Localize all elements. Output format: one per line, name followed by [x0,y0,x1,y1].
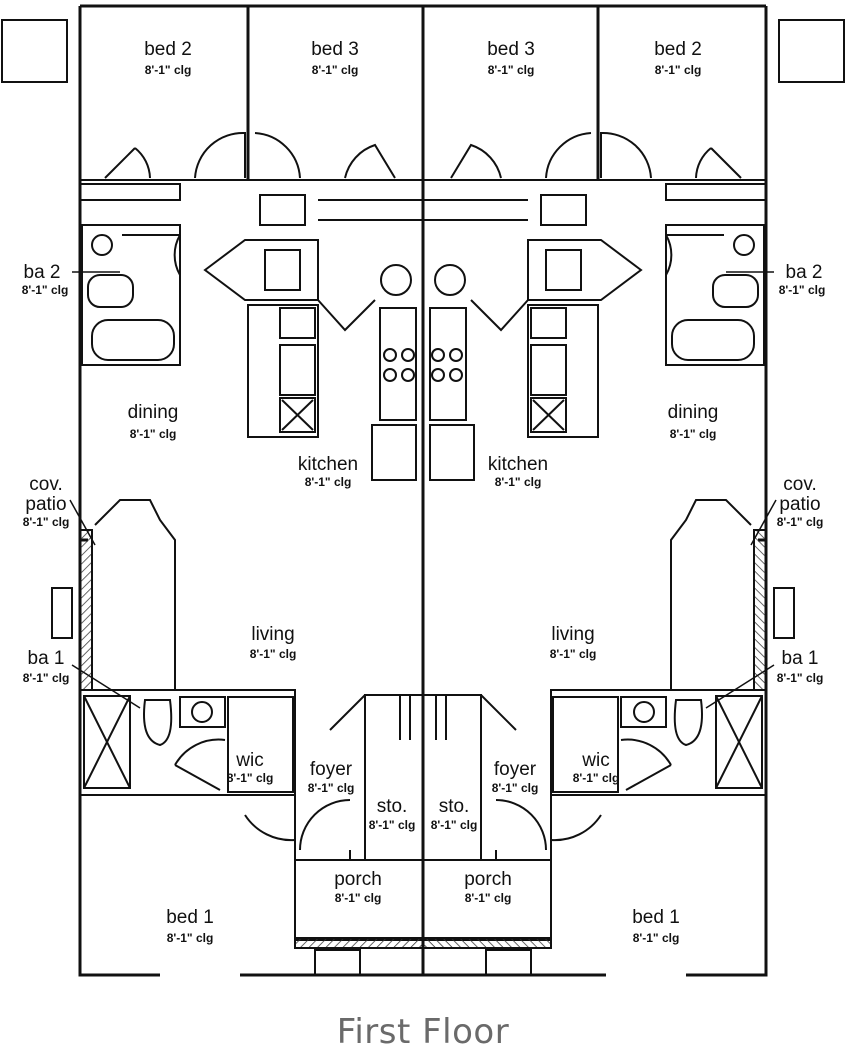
room-label-bed1-right: bed 1 [632,907,680,928]
room-label-kitchen-left: kitchen [298,454,358,475]
room-label-bed3-right: bed 3 [487,39,535,60]
ceiling-label: 8'-1" clg [492,781,539,795]
room-label-cov-patio-left-2: patio [25,494,66,515]
room-label-porch-right: porch [464,869,512,890]
ceiling-label: 8'-1" clg [633,931,680,945]
room-label-living-left: living [251,624,294,645]
ceiling-label: 8'-1" clg [250,647,297,661]
room-label-living-right: living [551,624,594,645]
ceiling-label: 8'-1" clg [145,63,192,77]
room-label-foyer-right: foyer [494,759,537,780]
ceiling-label: 8'-1" clg [369,818,416,832]
floor-title: First Floor [336,1012,510,1052]
room-label-dining-right: dining [668,402,719,423]
room-label-foyer-left: foyer [310,759,353,780]
room-label-cov-patio-right-1: cov. [783,474,816,495]
ceiling-label: 8'-1" clg [465,891,512,905]
ceiling-label: 8'-1" clg [550,647,597,661]
room-label-ba2-left: ba 2 [24,262,61,283]
ceiling-label: 8'-1" clg [335,891,382,905]
room-label-ba1-left: ba 1 [28,648,65,669]
room-label-bed2-left: bed 2 [144,39,192,60]
ceiling-label: 8'-1" clg [23,671,70,685]
ceiling-label: 8'-1" clg [777,515,824,529]
floor-plan: bed 2 8'-1" clg bed 3 8'-1" clg ba 2 8'-… [0,4,846,977]
room-label-cov-patio-right-2: patio [779,494,820,515]
room-label-bed3-left: bed 3 [311,39,359,60]
ceiling-label: 8'-1" clg [23,515,70,529]
ceiling-label: 8'-1" clg [488,63,535,77]
room-label-porch-left: porch [334,869,382,890]
ceiling-label: 8'-1" clg [495,475,542,489]
room-label-kitchen-right: kitchen [488,454,548,475]
room-label-bed1-left: bed 1 [166,907,214,928]
unit-right [421,4,846,977]
ceiling-label: 8'-1" clg [655,63,702,77]
ceiling-label: 8'-1" clg [312,63,359,77]
ceiling-label: 8'-1" clg [305,475,352,489]
ceiling-label: 8'-1" clg [777,671,824,685]
unit-left [0,4,425,977]
room-label-bed2-right: bed 2 [654,39,702,60]
room-label-sto-left: sto. [377,796,408,817]
ceiling-label: 8'-1" clg [130,427,177,441]
ceiling-label: 8'-1" clg [308,781,355,795]
room-label-sto-right: sto. [439,796,470,817]
ceiling-label: 8'-1" clg [779,283,826,297]
ceiling-label: 8'-1" clg [22,283,69,297]
room-label-dining-left: dining [128,402,179,423]
room-label-ba2-right: ba 2 [786,262,823,283]
room-label-wic-right: wic [581,750,609,771]
room-label-wic-left: wic [235,750,263,771]
ceiling-label: 8'-1" clg [167,931,214,945]
ceiling-label: 8'-1" clg [431,818,478,832]
ceiling-label: 8'-1" clg [670,427,717,441]
room-label-cov-patio-left-1: cov. [29,474,62,495]
room-label-ba1-right: ba 1 [782,648,819,669]
ceiling-label: 8'-1" clg [573,771,620,785]
ceiling-label: 8'-1" clg [227,771,274,785]
